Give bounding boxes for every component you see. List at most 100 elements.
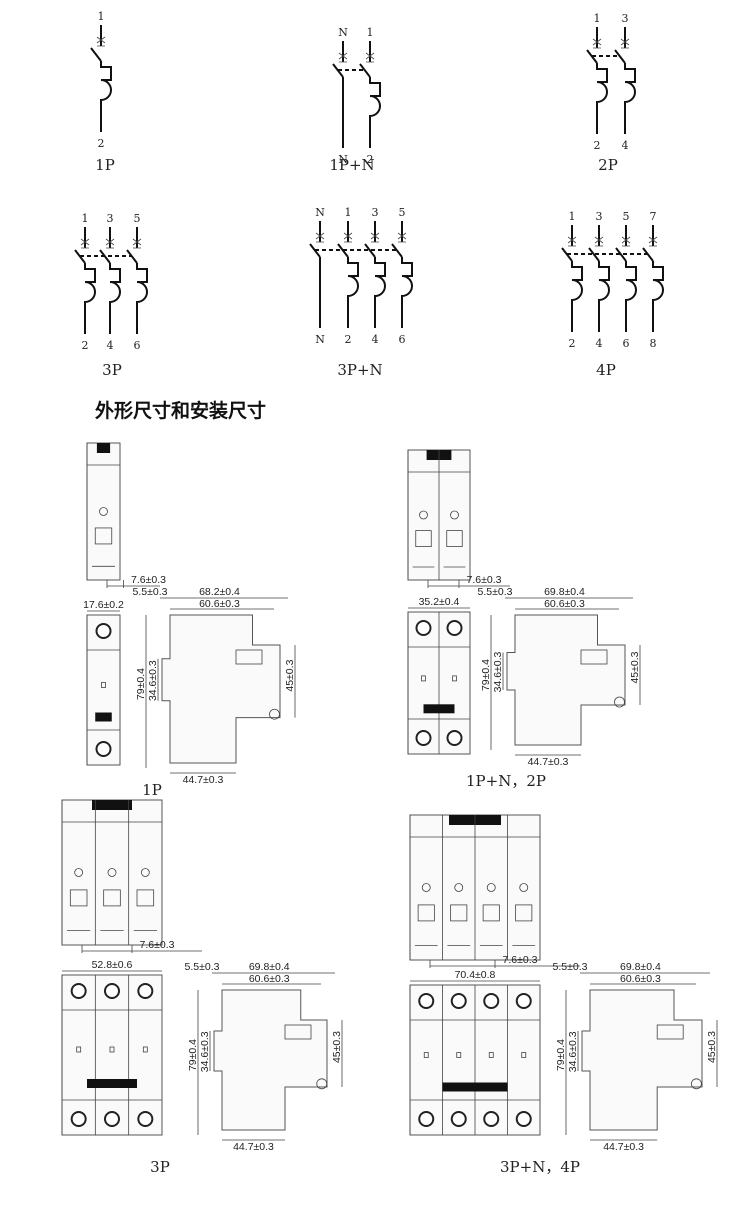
dim-width: 52.8±0.6	[92, 959, 133, 971]
terminal-label-bottom: 4	[622, 139, 629, 152]
dim-width: 70.4±0.8	[455, 969, 496, 981]
contact-cross-icon	[370, 232, 380, 243]
dim-base-depth: 44.7±0.3	[528, 756, 569, 768]
section-heading: 外形尺寸和安装尺寸	[95, 399, 266, 422]
front-view	[409, 980, 541, 1136]
wiring-caption: 4P	[596, 361, 616, 379]
terminal-label-top: 5	[399, 206, 406, 219]
dim-base-depth: 44.7±0.3	[233, 1141, 274, 1153]
contact-cross-icon	[365, 52, 375, 63]
dim-rail-height: 34.6±0.3	[567, 1031, 579, 1072]
terminal-screw-icon	[70, 1111, 87, 1127]
terminal-label-bottom: N	[338, 153, 348, 166]
contact-cross-icon	[594, 236, 604, 247]
wiring-caption: 2P	[598, 156, 618, 174]
pole: 34	[588, 210, 610, 350]
front-view	[86, 610, 121, 766]
terminal-label-top: 5	[623, 210, 630, 223]
terminal-label-bottom: 2	[345, 333, 352, 346]
switch-blade-icon	[615, 247, 627, 262]
terminal-label-top: N	[338, 26, 348, 39]
thermal-magnetic-trip-icon	[347, 257, 359, 328]
side-view	[145, 597, 296, 774]
terminal-label-top: 1	[82, 212, 89, 225]
dim-depth: 60.6±0.3	[544, 598, 585, 610]
switch-blade-icon	[364, 243, 376, 258]
terminal-screw-icon	[515, 993, 532, 1009]
terminal-label-bottom: 4	[107, 339, 114, 352]
dim-rail-height: 34.6±0.3	[199, 1031, 211, 1072]
top-view	[407, 449, 510, 588]
switch-blade-icon	[391, 243, 403, 258]
terminal-screw-icon	[483, 1111, 500, 1127]
dim-depth: 60.6±0.3	[620, 973, 661, 985]
terminal-screw-icon	[95, 623, 112, 639]
terminal-screw-icon	[515, 1111, 532, 1127]
terminal-label-bottom: 4	[372, 333, 379, 346]
contact-cross-icon	[592, 38, 602, 49]
dim-depth-offset: 7.6±0.3	[503, 954, 538, 966]
dim-rail-offset: 5.5±0.3	[185, 961, 220, 973]
terminal-screw-icon	[418, 993, 435, 1009]
terminal-label-top: N	[315, 206, 325, 219]
dim-front-height: 45±0.3	[629, 651, 641, 683]
dim-rail-height: 34.6±0.3	[147, 660, 159, 701]
thermal-magnetic-trip-icon	[100, 61, 112, 132]
dim-height: 79±0.4	[135, 668, 147, 700]
handle-icon	[442, 1082, 508, 1092]
top-view	[86, 442, 160, 588]
terminal-label-bottom: 6	[134, 339, 141, 352]
switch-blade-icon	[614, 49, 626, 64]
dim-depth-offset: 7.6±0.3	[467, 574, 502, 586]
contact-cross-icon	[648, 236, 658, 247]
terminal-label-bottom: N	[315, 333, 325, 346]
front-view	[61, 970, 163, 1136]
top-view	[61, 799, 202, 953]
pole: 78	[642, 210, 664, 350]
terminal-label-bottom: 8	[650, 337, 657, 350]
terminal-label-top: 1	[594, 12, 601, 25]
dim-height: 79±0.4	[480, 659, 492, 691]
terminal-screw-icon	[137, 1111, 154, 1127]
thermal-magnetic-trip-icon	[624, 63, 636, 134]
terminal-screw-icon	[104, 983, 120, 999]
dimension-caption: 1P	[142, 781, 162, 799]
pole: 56	[126, 212, 148, 352]
contact-cross-icon	[80, 238, 90, 249]
terminal-screw-icon	[446, 730, 463, 746]
dim-width: 35.2±0.4	[419, 596, 460, 608]
terminal-label-bottom: 2	[594, 139, 601, 152]
terminal-label-bottom: 2	[569, 337, 576, 350]
terminal-label-bottom: 2	[82, 339, 89, 352]
thermal-magnetic-trip-icon	[84, 263, 96, 334]
contact-cross-icon	[343, 232, 353, 243]
switch-blade-icon	[90, 47, 102, 62]
contact-cross-icon	[96, 36, 106, 47]
dim-height: 79±0.4	[187, 1039, 199, 1071]
terminal-label-bottom: 2	[367, 153, 374, 166]
terminal-screw-icon	[415, 620, 432, 636]
contact-cross-icon	[338, 52, 348, 63]
terminal-label-bottom: 4	[596, 337, 603, 350]
thermal-magnetic-trip-icon	[109, 263, 121, 334]
thermal-magnetic-trip-icon	[596, 63, 608, 134]
switch-blade-icon	[359, 63, 371, 78]
terminal-label-top: 3	[107, 212, 114, 225]
terminal-screw-icon	[70, 983, 87, 999]
terminal-screw-icon	[483, 993, 500, 1009]
terminal-label-top: 3	[372, 206, 379, 219]
wiring-caption: 3P	[102, 361, 122, 379]
dim-rail-offset: 5.5±0.3	[133, 586, 168, 598]
pole: 56	[615, 210, 637, 350]
side-view	[565, 972, 718, 1141]
pole: 12	[359, 26, 381, 166]
terminal-screw-icon	[104, 1111, 120, 1127]
contact-cross-icon	[621, 236, 631, 247]
wiring-caption: 1P+N	[329, 156, 374, 174]
terminal-label-top: 1	[569, 210, 576, 223]
